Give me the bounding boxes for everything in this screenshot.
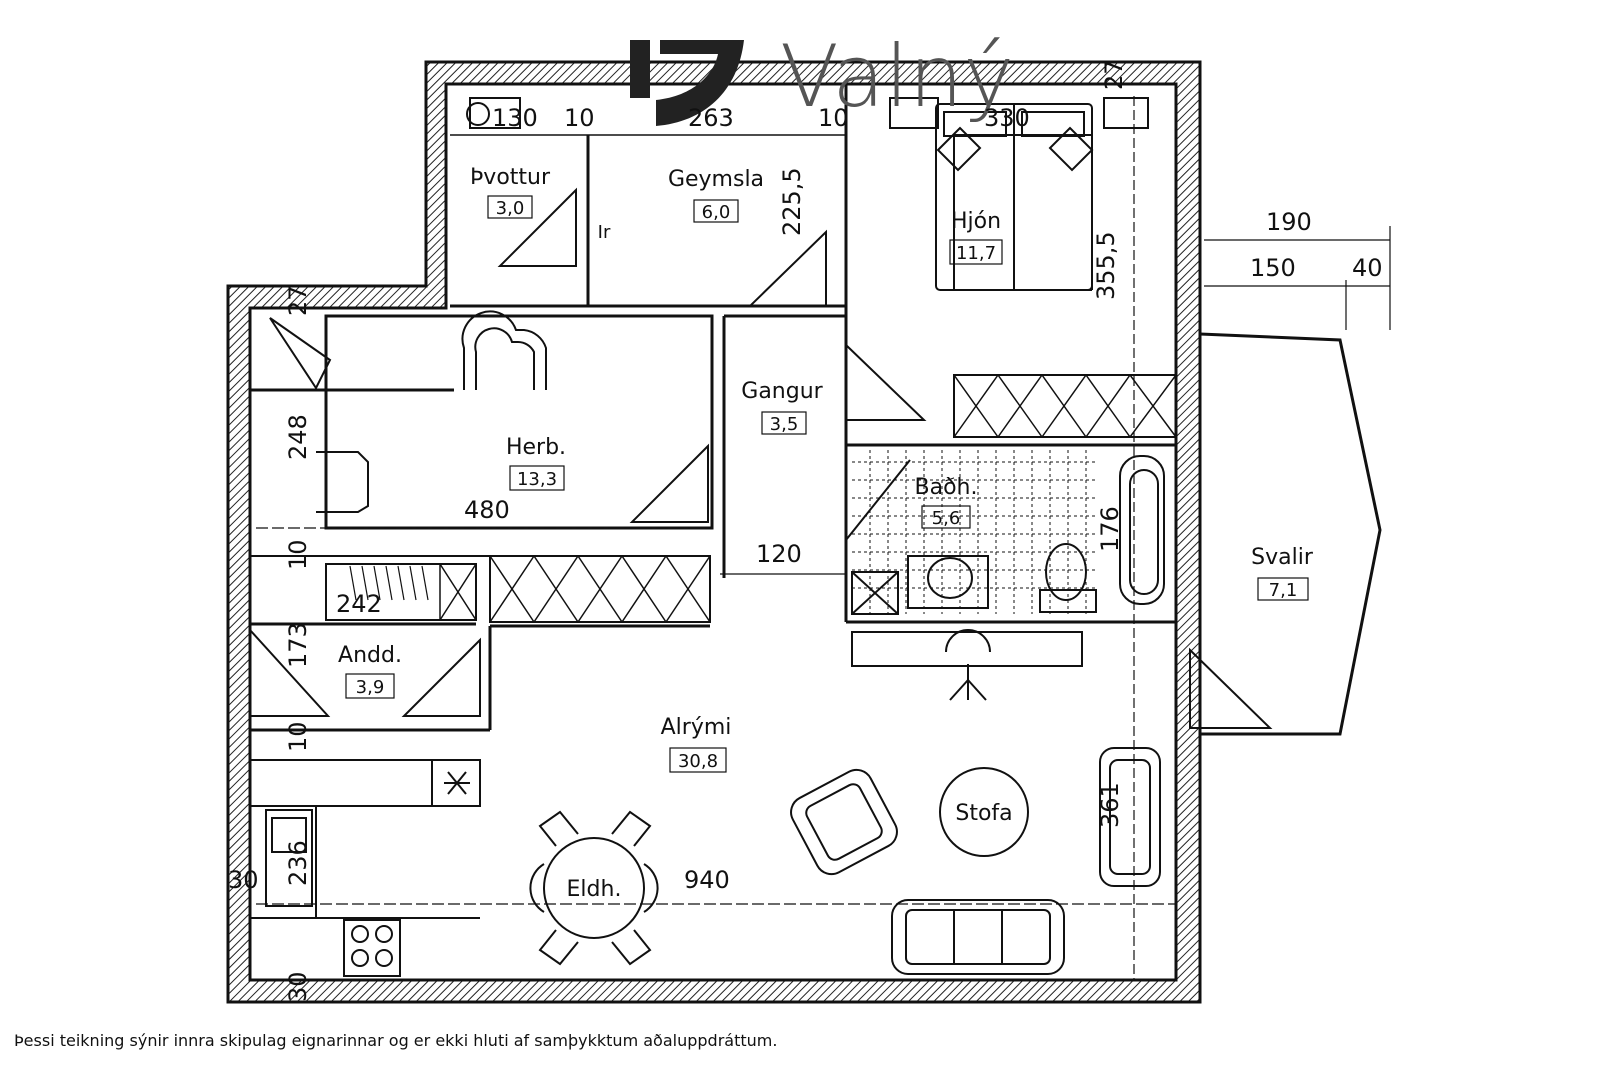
dim-176: 176 — [1096, 506, 1124, 552]
dim-330: 330 — [984, 104, 1030, 132]
dim-480: 480 — [464, 496, 510, 524]
room-name-badh: Baðh. — [915, 475, 978, 500]
floor-plan: Valný Þvottur 3,0 Geymsla 6,0 Hjón 11,7 … — [226, 27, 1391, 1004]
wardrobes — [349, 374, 1177, 623]
room-labels: Þvottur 3,0 Geymsla 6,0 Hjón 11,7 Herb. … — [338, 165, 1314, 902]
dim-27-b: 27 — [1100, 59, 1128, 90]
dim-27-a: 27 — [284, 285, 312, 316]
dim-263: 263 — [688, 104, 734, 132]
dim-40: 40 — [1352, 254, 1383, 282]
dimension-lines — [256, 96, 1391, 980]
room-area-alrymi: 30,8 — [678, 751, 718, 772]
dim-225-5: 225,5 — [778, 167, 806, 236]
stofa-table — [939, 767, 1029, 857]
bathroom-tiles — [852, 450, 1096, 614]
logo-text: Valný — [780, 27, 1014, 127]
dim-10-a: 10 — [564, 104, 595, 132]
room-area-svalir: 7,1 — [1269, 580, 1298, 601]
dim-30-a: 30 — [228, 866, 259, 894]
label-ir: Ir — [598, 222, 611, 243]
dim-242: 242 — [336, 590, 382, 618]
doors — [249, 187, 1273, 729]
dim-173: 173 — [284, 622, 312, 668]
disclaimer-text: Þessi teikning sýnir innra skipulag eign… — [14, 1031, 778, 1050]
dim-120: 120 — [756, 540, 802, 568]
room-name-gangur: Gangur — [741, 379, 823, 404]
room-name-thvottur: Þvottur — [470, 165, 551, 190]
balcony — [1199, 332, 1382, 736]
dim-361: 361 — [1096, 782, 1124, 828]
exterior-walls — [226, 60, 1202, 1004]
label-eldh: Eldh. — [567, 877, 622, 902]
dim-940: 940 — [684, 866, 730, 894]
dim-248: 248 — [284, 414, 312, 460]
label-stofa: Stofa — [955, 801, 1012, 826]
dim-190: 190 — [1266, 208, 1312, 236]
room-name-herb: Herb. — [506, 435, 566, 460]
room-name-geymsla: Geymsla — [668, 167, 764, 192]
furniture — [250, 97, 1165, 977]
room-area-gangur: 3,5 — [770, 414, 799, 435]
room-area-herb: 13,3 — [517, 469, 557, 490]
room-name-alrymi: Alrými — [661, 715, 732, 740]
room-area-badh: 5,6 — [932, 508, 961, 529]
dim-150: 150 — [1250, 254, 1296, 282]
dim-10-b: 10 — [818, 104, 849, 132]
dim-30-b: 30 — [284, 971, 312, 1002]
room-name-svalir: Svalir — [1251, 545, 1314, 570]
room-name-hjon: Hjón — [951, 209, 1001, 234]
room-area-hjon: 11,7 — [956, 243, 996, 264]
dim-236: 236 — [284, 840, 312, 886]
room-area-andd: 3,9 — [356, 677, 385, 698]
dim-355-5: 355,5 — [1092, 231, 1120, 300]
room-area-thvottur: 3,0 — [496, 198, 525, 219]
room-name-andd: Andd. — [338, 643, 402, 668]
dimension-labels: 130 10 263 10 330 190 150 40 480 120 242… — [228, 59, 1383, 1002]
valny-logo: Valný — [630, 27, 1014, 127]
dim-10-c: 10 — [284, 539, 312, 570]
dim-10-d: 10 — [284, 721, 312, 752]
room-area-geymsla: 6,0 — [702, 202, 731, 223]
dim-130: 130 — [492, 104, 538, 132]
